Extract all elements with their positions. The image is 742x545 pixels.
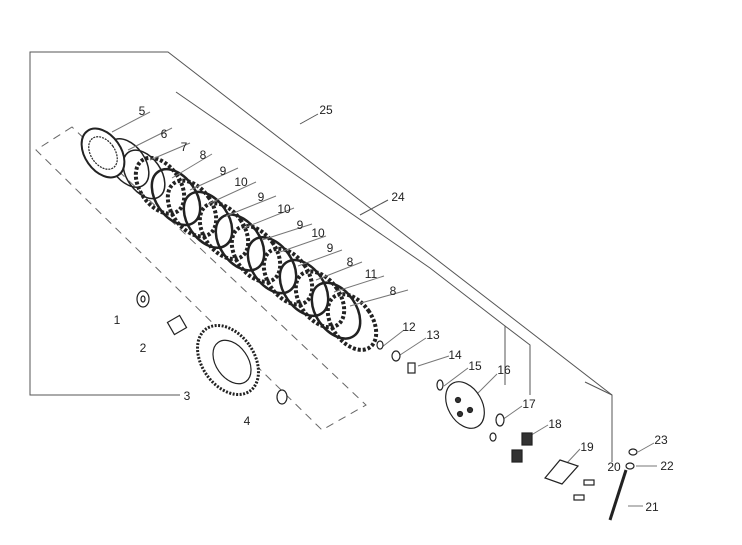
ring-17 xyxy=(495,413,505,427)
part-label-10c: 10 xyxy=(311,226,325,240)
friction-disc xyxy=(325,292,379,352)
nut-13 xyxy=(391,350,401,362)
leader-line xyxy=(127,127,173,151)
part-label-8: 8 xyxy=(199,148,207,162)
washer-12 xyxy=(376,340,384,350)
leader-line xyxy=(297,249,343,267)
part-label-6: 6 xyxy=(160,127,168,141)
part-label-24: 24 xyxy=(391,190,405,204)
spring-18a xyxy=(521,432,533,446)
steel-disc xyxy=(182,190,234,249)
bracket-16-20 xyxy=(504,325,531,395)
ring-disc xyxy=(122,149,166,200)
friction-disc xyxy=(165,178,219,239)
friction-disc xyxy=(197,201,251,262)
bracket-24 xyxy=(175,91,506,385)
part-label-8b: 8 xyxy=(346,255,354,269)
part-label-5: 5 xyxy=(138,104,146,118)
bushing-2 xyxy=(166,314,188,336)
part-label-13: 13 xyxy=(426,328,440,342)
bracket-tick-19 xyxy=(584,381,613,396)
bolt-20a xyxy=(583,479,595,486)
leader-line xyxy=(333,275,385,293)
oring-22 xyxy=(625,462,635,470)
part-label-12: 12 xyxy=(402,320,416,334)
part-label-3: 3 xyxy=(183,389,191,403)
leader-line xyxy=(171,153,213,179)
part-label-9d: 9 xyxy=(326,241,334,255)
leader-line xyxy=(417,355,450,367)
leader-line xyxy=(477,373,498,394)
leader-line xyxy=(279,235,327,253)
part-label-15: 15 xyxy=(468,359,482,373)
part-label-7: 7 xyxy=(180,140,188,154)
steel-disc xyxy=(310,281,362,340)
leader-line xyxy=(399,337,427,356)
leader-25 xyxy=(299,113,319,125)
part-label-9c: 9 xyxy=(296,218,304,232)
washer-15 xyxy=(436,379,444,391)
friction-disc xyxy=(133,155,187,216)
pushrod-21 xyxy=(608,469,628,521)
part-label-4: 4 xyxy=(243,414,251,428)
oring-23 xyxy=(628,448,638,456)
part-label-10b: 10 xyxy=(277,202,291,216)
part-label-23: 23 xyxy=(654,433,668,447)
part-label-16: 16 xyxy=(497,363,511,377)
steel-disc xyxy=(150,167,202,227)
part-label-9b: 9 xyxy=(257,190,265,204)
part-label-19: 19 xyxy=(580,440,594,454)
leader-line xyxy=(443,367,469,387)
leader-line xyxy=(189,167,239,191)
part-label-14: 14 xyxy=(448,348,462,362)
bearing-14 xyxy=(407,362,416,374)
leader-24 xyxy=(359,199,389,216)
part-label-2: 2 xyxy=(139,341,147,355)
steel-disc xyxy=(214,213,266,272)
spring-plate-19 xyxy=(543,459,580,485)
leader-line xyxy=(565,448,581,465)
part-label-18: 18 xyxy=(548,417,562,431)
part-label-8c: 8 xyxy=(389,284,397,298)
bolt-20b xyxy=(573,494,585,501)
leader-line xyxy=(349,289,409,307)
part-label-9: 9 xyxy=(219,164,227,178)
part-label-1: 1 xyxy=(113,313,121,327)
leader-line xyxy=(207,181,257,205)
leader-line xyxy=(149,142,191,161)
friction-disc xyxy=(293,269,347,330)
part-label-21: 21 xyxy=(645,500,659,514)
steel-disc xyxy=(246,236,298,295)
bracket-25 xyxy=(29,51,613,462)
leader-line xyxy=(381,329,405,348)
friction-disc xyxy=(261,246,315,307)
part-label-20: 20 xyxy=(607,460,621,474)
part-label-11: 11 xyxy=(364,267,378,281)
dashed-group-outline xyxy=(35,126,367,431)
part-label-17: 17 xyxy=(522,397,536,411)
part-label-10: 10 xyxy=(234,175,248,189)
friction-disc xyxy=(229,223,283,284)
spring-18b xyxy=(511,449,523,463)
part-label-25: 25 xyxy=(319,103,333,117)
washer-4 xyxy=(276,389,288,405)
leader-line xyxy=(225,195,277,217)
leader-line xyxy=(315,261,363,281)
pressure-plate-16 xyxy=(445,381,485,429)
leader-line xyxy=(637,442,655,453)
leader-line xyxy=(501,405,523,421)
leader-line xyxy=(243,207,295,229)
leader-line xyxy=(111,111,151,133)
steel-disc xyxy=(278,258,330,318)
part-label-22: 22 xyxy=(660,459,674,473)
leader-line xyxy=(261,223,313,241)
